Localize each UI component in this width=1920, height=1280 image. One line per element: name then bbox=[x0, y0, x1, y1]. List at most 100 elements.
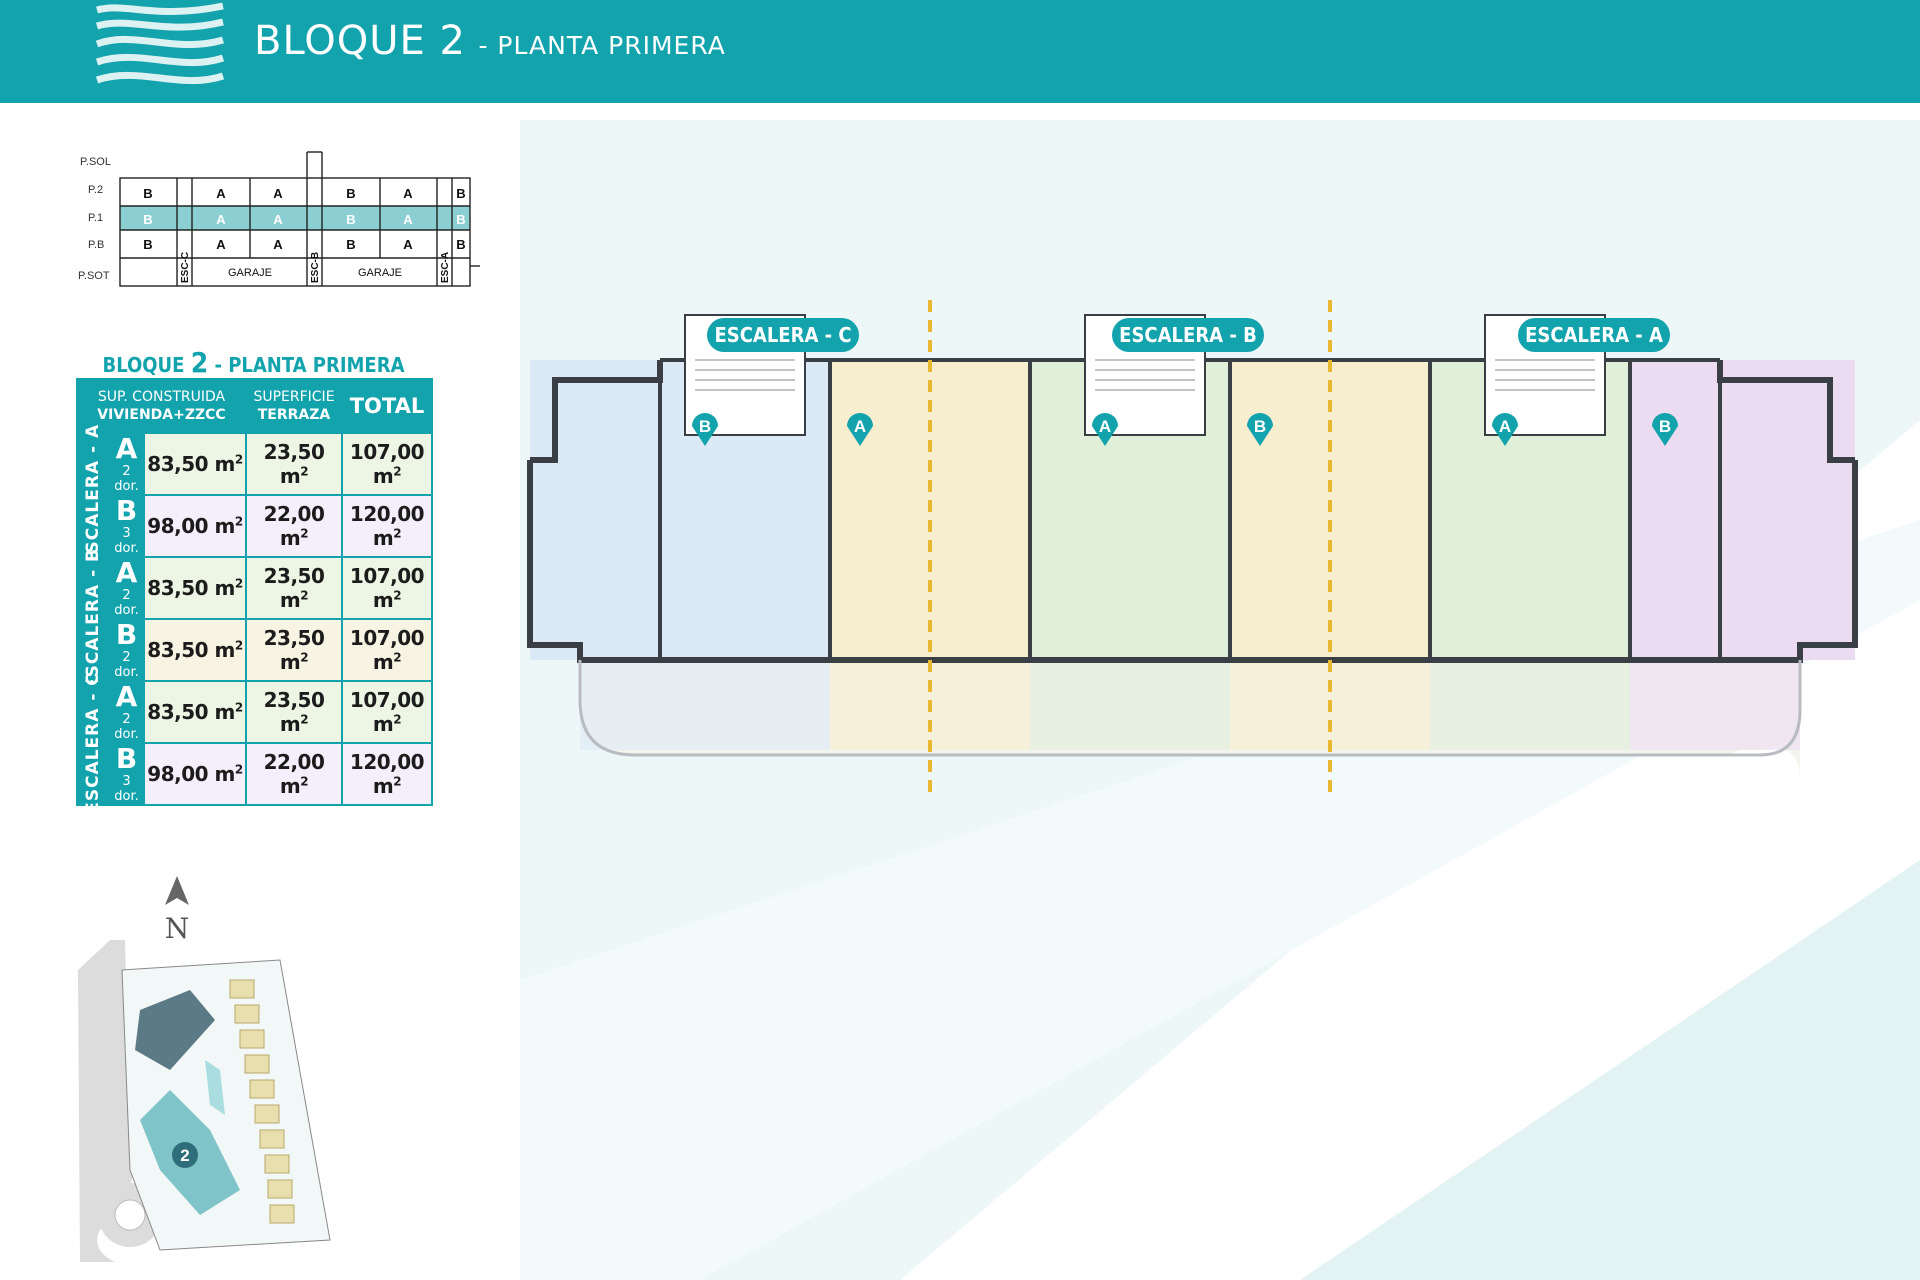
unit-badge: B bbox=[692, 413, 718, 446]
unit-badge: A bbox=[847, 413, 873, 446]
cell-p2: A bbox=[273, 186, 283, 201]
terraza-value: 22,00 m2 bbox=[245, 742, 343, 806]
svg-text:A: A bbox=[854, 417, 866, 436]
terraza-value: 23,50 m2 bbox=[245, 618, 343, 682]
surface-table: SUP. CONSTRUIDA VIVIENDA+ZZCC SUPERFICIE… bbox=[76, 378, 433, 814]
terrace-section bbox=[1630, 660, 1800, 750]
escalera-label: ESCALERA - B bbox=[76, 548, 110, 690]
vivienda-value: 83,50 m2 bbox=[143, 556, 247, 620]
stair-label-c: ESCALERA - C bbox=[707, 318, 859, 352]
svg-text:B: B bbox=[1254, 417, 1266, 436]
cell-pb: A bbox=[403, 237, 413, 252]
cell-pb: A bbox=[216, 237, 226, 252]
page-title: BLOQUE 2 - PLANTA PRIMERA bbox=[254, 18, 726, 64]
svg-text:B: B bbox=[699, 417, 711, 436]
stair-esc-a: ESC-A bbox=[440, 252, 451, 283]
table-title-prefix: BLOQUE bbox=[102, 353, 185, 377]
floor-label-psot: P.SOT bbox=[78, 270, 110, 282]
garage-label: GARAJE bbox=[358, 267, 402, 279]
stair-label-a: ESCALERA - A bbox=[1518, 318, 1670, 352]
terrace-section bbox=[1430, 660, 1630, 750]
cell-p2: B bbox=[143, 186, 152, 201]
terraza-value: 23,50 m2 bbox=[245, 432, 343, 496]
total-value: 120,00 m2 bbox=[341, 742, 433, 806]
title-subtitle: - PLANTA PRIMERA bbox=[478, 31, 726, 60]
brand-logo bbox=[95, 2, 225, 85]
cell-p1: A bbox=[273, 212, 283, 227]
svg-text:A: A bbox=[1499, 417, 1511, 436]
total-value: 107,00 m2 bbox=[341, 432, 433, 496]
building-section-schematic: P.SOL P.2 P.1 P.B P.SOT B A A B A B B A … bbox=[78, 151, 480, 287]
title-block: BLOQUE 2 bbox=[254, 18, 466, 64]
terrace-section bbox=[580, 660, 830, 750]
header-text: SUP. CONSTRUIDA bbox=[97, 389, 226, 405]
header-bar: BLOQUE 2 - PLANTA PRIMERA bbox=[0, 0, 1920, 103]
total-value: 120,00 m2 bbox=[341, 494, 433, 558]
floor-label-p2: P.2 bbox=[88, 184, 103, 196]
stair-label-b: ESCALERA - B bbox=[1112, 318, 1264, 352]
svg-text:N: N bbox=[165, 912, 190, 945]
cell-pb: B bbox=[143, 237, 152, 252]
svg-text:A: A bbox=[1099, 417, 1111, 436]
vivienda-value: 83,50 m2 bbox=[143, 618, 247, 682]
header-text: VIVIENDA+ZZCC bbox=[97, 407, 226, 423]
surface-table-title: BLOQUE 2 - PLANTA PRIMERA bbox=[76, 346, 431, 379]
stair-esc-c: ESC-C bbox=[180, 252, 191, 283]
header-sup-construida: SUP. CONSTRUIDA VIVIENDA+ZZCC bbox=[76, 378, 247, 434]
cell-p2: B bbox=[346, 186, 355, 201]
cell-p1: B bbox=[346, 212, 355, 227]
terraza-value: 23,50 m2 bbox=[245, 680, 343, 744]
cell-pb: B bbox=[346, 237, 355, 252]
unit-badge: B bbox=[1247, 413, 1273, 446]
garage-label: GARAJE bbox=[228, 267, 272, 279]
unit-area bbox=[1630, 360, 1855, 660]
unit-badge: B bbox=[1652, 413, 1678, 446]
cell-p1: B bbox=[143, 212, 152, 227]
floor-label-psol: P.SOL bbox=[80, 156, 111, 168]
stair-esc-b: ESC-B bbox=[310, 252, 321, 283]
north-arrow: N bbox=[165, 876, 190, 945]
cell-p2: A bbox=[216, 186, 226, 201]
total-value: 107,00 m2 bbox=[341, 556, 433, 620]
vivienda-value: 98,00 m2 bbox=[143, 494, 247, 558]
svg-text:B: B bbox=[1659, 417, 1671, 436]
cell-pb: A bbox=[273, 237, 283, 252]
floor-label-pb: P.B bbox=[88, 239, 104, 251]
floor-label-p1: P.1 bbox=[88, 212, 103, 224]
cell-p2: B bbox=[456, 186, 465, 201]
terrace-section bbox=[1030, 660, 1230, 750]
vivienda-value: 83,50 m2 bbox=[143, 432, 247, 496]
terraza-value: 23,50 m2 bbox=[245, 556, 343, 620]
cell-p1: A bbox=[403, 212, 413, 227]
cell-pb: B bbox=[456, 237, 465, 252]
cell-p1: A bbox=[216, 212, 226, 227]
cell-p2: A bbox=[403, 186, 413, 201]
header-text: SUPERFICIE bbox=[253, 389, 335, 405]
vivienda-value: 98,00 m2 bbox=[143, 742, 247, 806]
total-value: 107,00 m2 bbox=[341, 680, 433, 744]
total-value: 107,00 m2 bbox=[341, 618, 433, 682]
header-text: TERRAZA bbox=[257, 407, 331, 423]
site-location-map: N 2 bbox=[78, 876, 331, 1262]
unit-badge: A bbox=[1092, 413, 1118, 446]
escalera-label: ESCALERA - A bbox=[76, 424, 110, 566]
table-title-number: 2 bbox=[190, 346, 209, 379]
cell-p1: B bbox=[456, 212, 465, 227]
escalera-label: ESCALERA - C bbox=[76, 672, 110, 814]
table-title-suffix: - PLANTA PRIMERA bbox=[214, 353, 405, 377]
unit-badge: A bbox=[1492, 413, 1518, 446]
header-superficie-terraza: SUPERFICIE TERRAZA bbox=[245, 378, 343, 434]
table-header-row: SUP. CONSTRUIDA VIVIENDA+ZZCC SUPERFICIE… bbox=[76, 378, 433, 434]
